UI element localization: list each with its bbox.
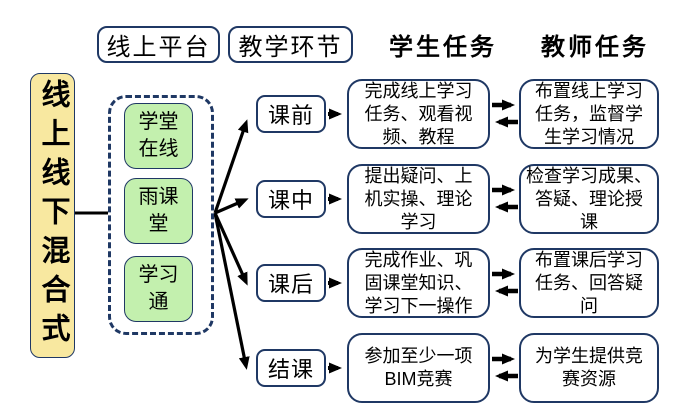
teacher-task-course-end: 为学生提供竞 赛资源 [519, 333, 659, 403]
root-node-hybrid-mode: 线上线下混合式 [30, 73, 75, 358]
student-task-course-end: 参加至少一项 BIM竞赛 [347, 333, 490, 403]
stage-course-end: 结课 [256, 349, 326, 387]
platform-rain-classroom: 雨课 堂 [124, 178, 193, 244]
header-student-tasks: 学生任务 [389, 34, 497, 61]
student-task-before-class: 完成线上学习 任务、观看视 频、教程 [347, 79, 490, 149]
header-online-platform: 线上平台 [97, 26, 220, 63]
stage-before-class: 课前 [256, 95, 326, 133]
student-task-after-class: 完成作业、巩 固课堂知识、 学习下一操作 [347, 248, 490, 318]
platform-group-dashed-box [108, 95, 214, 335]
stage-during-class: 课中 [256, 180, 326, 218]
platform-xuetang-online: 学堂 在线 [124, 103, 193, 169]
teacher-task-during-class: 检查学习成果、 答疑、理论授 课 [519, 164, 659, 234]
platform-xuexitong: 学习 通 [124, 256, 193, 322]
teacher-task-after-class: 布置课后学习 任务、回答疑 问 [519, 248, 659, 318]
stage-after-class: 课后 [256, 264, 326, 302]
teacher-task-before-class: 布置线上学习 任务，监督学 生学习情况 [519, 79, 659, 149]
student-task-during-class: 提出疑问、上 机实操、理论 学习 [347, 164, 490, 234]
header-teaching-stage: 教学环节 [228, 26, 353, 63]
header-teacher-tasks: 教师任务 [541, 34, 649, 61]
